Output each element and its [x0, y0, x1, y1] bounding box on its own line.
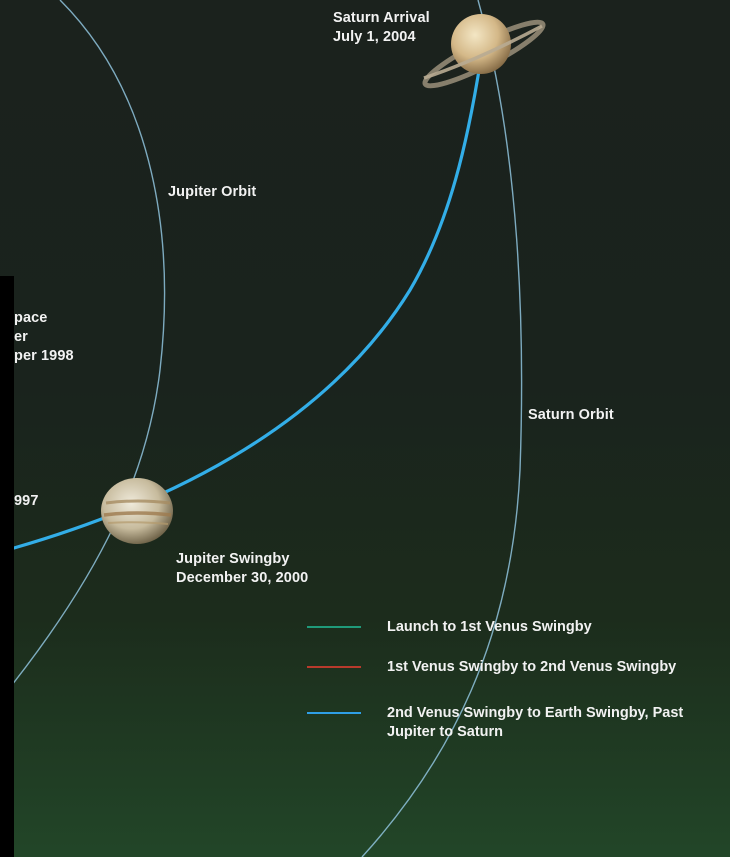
saturn-arrival-date: July 1, 2004: [333, 29, 416, 45]
jupiter-orbit-path: [0, 0, 166, 701]
saturn-arrival-title: Saturn Arrival: [333, 10, 430, 26]
legend-text-earth: 2nd Venus Swingby to Earth Swingby, Past…: [387, 704, 683, 742]
left-partial-year: 997: [14, 493, 39, 509]
legend-swatch-earth: [307, 712, 361, 714]
jupiter-swingby-title: Jupiter Swingby: [176, 551, 290, 567]
left-partial-line-3: per 1998: [14, 348, 74, 364]
left-partial-line-2: er: [14, 329, 28, 345]
legend-swatch-venus: [307, 666, 361, 668]
legend-text-earth-line-2: Jupiter to Saturn: [387, 724, 504, 740]
jupiter-swingby-label: Jupiter Swingby December 30, 2000: [176, 550, 308, 588]
legend-text-launch: Launch to 1st Venus Swingby: [387, 619, 592, 635]
left-partial-label: pace er per 1998: [14, 309, 74, 366]
saturn-orbit-label: Saturn Orbit: [528, 407, 614, 423]
jupiter-swingby-date: December 30, 2000: [176, 570, 309, 586]
legend-text-earth-line-1: 2nd Venus Swingby to Earth Swingby, Past: [387, 705, 684, 721]
jupiter-orbit-label: Jupiter Orbit: [168, 184, 257, 200]
saturn-orbit-path: [361, 0, 523, 857]
trajectory-path: [12, 56, 483, 550]
saturn-arrival-label: Saturn Arrival July 1, 2004: [333, 9, 430, 47]
saturn-planet: [422, 14, 546, 89]
legend-swatch-launch: [307, 626, 361, 628]
legend-text-venus: 1st Venus Swingby to 2nd Venus Swingby: [387, 659, 677, 675]
jupiter-planet: [101, 478, 173, 544]
left-black-bar: [0, 276, 14, 857]
left-partial-line-1: pace: [14, 310, 48, 326]
